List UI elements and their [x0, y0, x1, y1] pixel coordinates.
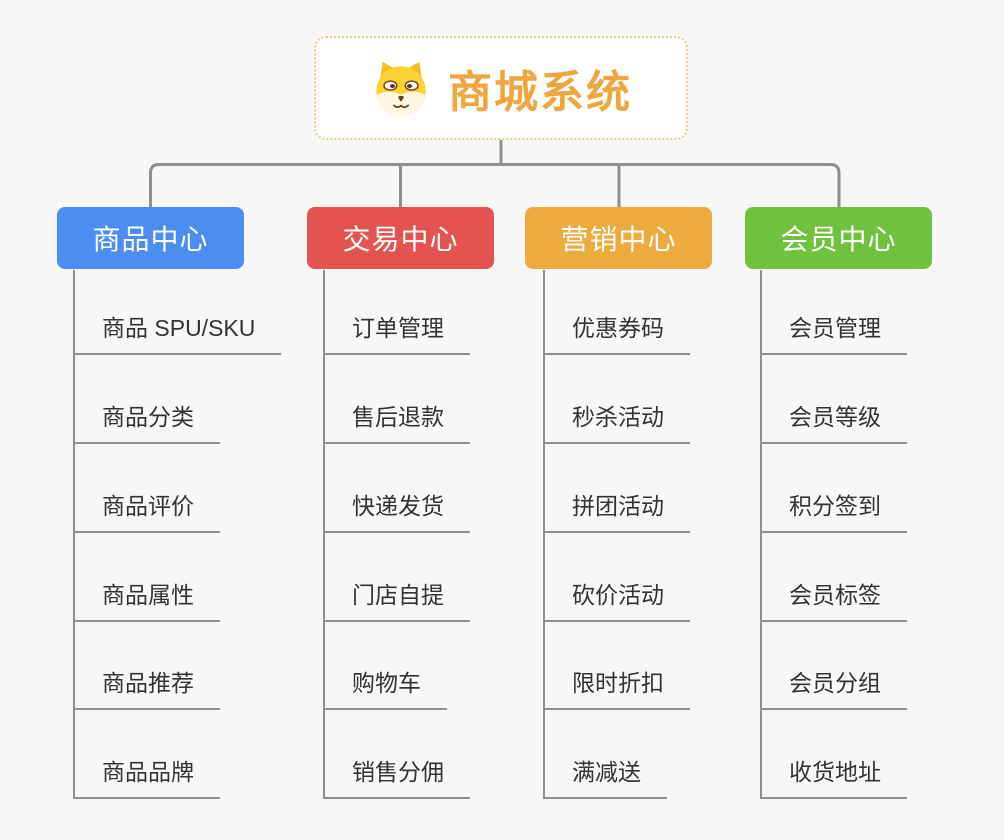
branch-items-member-center: 会员管理 会员等级 积分签到 会员标签 会员分组 收货地址 — [760, 270, 907, 799]
leaf-node[interactable]: 拼团活动 — [545, 491, 690, 533]
leaf-node[interactable]: 商品分类 — [75, 402, 220, 444]
branch-bus-line — [149, 163, 841, 207]
leaf-node[interactable]: 商品属性 — [75, 580, 220, 622]
leaf-node[interactable]: 订单管理 — [325, 313, 470, 355]
branch-items-trade-center: 订单管理 售后退款 快递发货 门店自提 购物车 销售分佣 — [323, 270, 470, 799]
dog-icon — [370, 59, 432, 117]
leaf-node[interactable]: 满减送 — [545, 757, 667, 799]
leaf-node[interactable]: 商品评价 — [75, 491, 220, 533]
leaf-node[interactable]: 积分签到 — [762, 491, 907, 533]
branch-items-product-center: 商品 SPU/SKU 商品分类 商品评价 商品属性 商品推荐 商品品牌 — [73, 270, 282, 799]
leaf-node[interactable]: 快递发货 — [325, 491, 470, 533]
branch-header-marketing-center[interactable]: 营销中心 — [525, 207, 712, 269]
leaf-node[interactable]: 门店自提 — [325, 580, 470, 622]
leaf-node[interactable]: 商品推荐 — [75, 668, 220, 710]
leaf-node[interactable]: 售后退款 — [325, 402, 470, 444]
leaf-node[interactable]: 限时折扣 — [545, 668, 690, 710]
branch-header-member-center[interactable]: 会员中心 — [745, 207, 932, 269]
leaf-node[interactable]: 购物车 — [325, 668, 447, 710]
leaf-node[interactable]: 会员等级 — [762, 402, 907, 444]
branch-items-marketing-center: 优惠券码 秒杀活动 拼团活动 砍价活动 限时折扣 满减送 — [543, 270, 690, 799]
branch-header-product-center[interactable]: 商品中心 — [57, 207, 244, 269]
leaf-node[interactable]: 销售分佣 — [325, 757, 470, 799]
leaf-node[interactable]: 商品品牌 — [75, 757, 220, 799]
leaf-node[interactable]: 砍价活动 — [545, 580, 690, 622]
leaf-node[interactable]: 优惠券码 — [545, 313, 690, 355]
leaf-node[interactable]: 会员标签 — [762, 580, 907, 622]
leaf-node[interactable]: 会员管理 — [762, 313, 907, 355]
root-title: 商城系统 — [448, 68, 632, 117]
leaf-node[interactable]: 收货地址 — [762, 757, 907, 799]
branch-header-trade-center[interactable]: 交易中心 — [307, 207, 494, 269]
leaf-node[interactable]: 会员分组 — [762, 668, 907, 710]
leaf-node[interactable]: 商品 SPU/SKU — [75, 313, 282, 355]
leaf-node[interactable]: 秒杀活动 — [545, 402, 690, 444]
root-node[interactable]: 商城系统 — [314, 36, 688, 140]
